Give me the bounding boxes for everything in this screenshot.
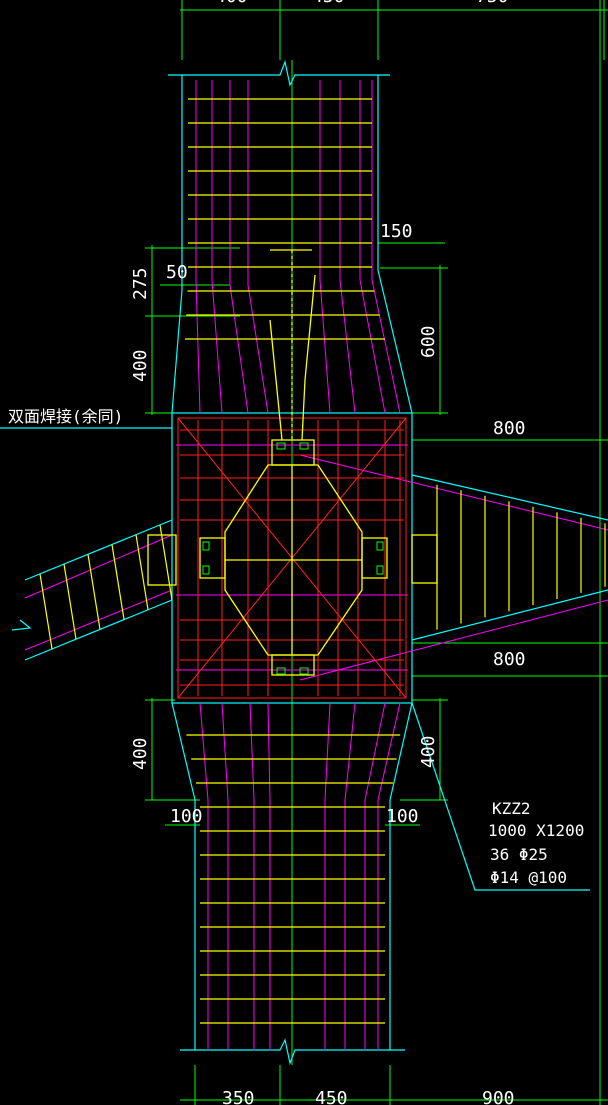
beam-stirrup <box>159 524 173 600</box>
core-connectors <box>202 442 384 675</box>
longitudinal-rebar <box>24 80 608 1050</box>
beam-stirrups <box>39 484 606 649</box>
steel-core <box>147 249 438 676</box>
dim-left-100: 100 <box>170 806 203 827</box>
dim-right-600: 600 <box>418 325 439 358</box>
dim-bottom-3: 900 <box>482 1088 515 1105</box>
dim-bottom-2: 450 <box>315 1088 348 1105</box>
dim-left-400-upper: 400 <box>130 349 151 382</box>
dim-bottom-1: 350 <box>222 1088 255 1105</box>
column-main-rebar: 36 Φ25 <box>490 845 548 864</box>
beam-stirrup <box>135 534 149 610</box>
beam-stirrup <box>39 573 53 649</box>
dim-top-2: 450 <box>312 0 345 7</box>
beam-stirrup <box>87 554 101 630</box>
dim-right-400-lower: 400 <box>418 735 439 768</box>
column-size: 1000 X1200 <box>488 821 584 840</box>
stirrups-lower <box>186 734 401 1024</box>
column-label: KZZ2 1000 X1200 36 Φ25 Φ14 @100 <box>488 799 584 887</box>
dimension-lines <box>145 0 608 1105</box>
dimension-labels: 400 450 750 150 275 50 400 600 800 800 4… <box>130 0 526 1105</box>
dim-offset-150: 150 <box>380 221 413 242</box>
beam-stirrup <box>63 563 77 640</box>
dim-left-50: 50 <box>166 262 188 283</box>
dim-left-275: 275 <box>130 267 151 300</box>
dim-top-3: 750 <box>476 0 509 7</box>
dim-top-1: 400 <box>215 0 248 7</box>
dim-beam-bottom-800: 800 <box>493 649 526 670</box>
beam-stirrup <box>111 544 125 620</box>
dim-left-400-lower: 400 <box>130 737 151 770</box>
weld-note: 双面焊接(余同) <box>8 407 123 426</box>
stirrups <box>185 98 385 340</box>
dim-beam-top-800: 800 <box>493 418 526 439</box>
column-outline <box>0 59 608 1066</box>
dim-right-100: 100 <box>386 806 419 827</box>
column-stirrup: Φ14 @100 <box>490 868 567 887</box>
column-id: KZZ2 <box>492 799 531 818</box>
